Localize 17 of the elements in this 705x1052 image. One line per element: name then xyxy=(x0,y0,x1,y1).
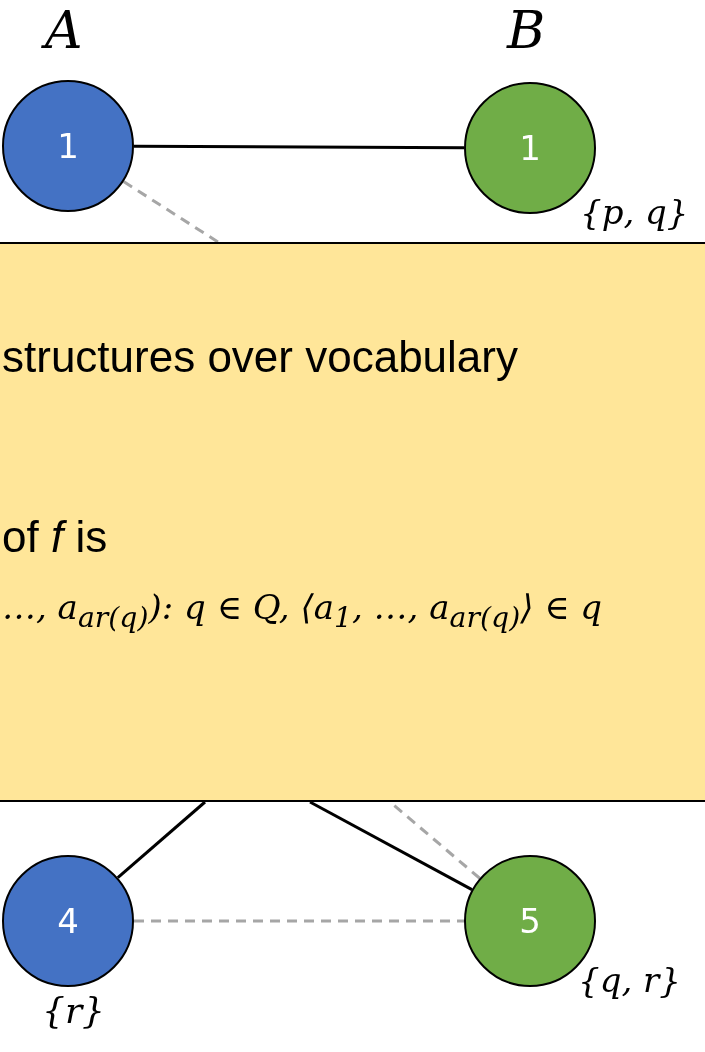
node-number: 1 xyxy=(519,128,541,168)
set-label: {q, r} xyxy=(578,960,681,1000)
dashed-line xyxy=(134,919,464,923)
connector-line xyxy=(134,144,464,150)
panel-text: of f is xyxy=(2,512,108,562)
node-number: 1 xyxy=(57,126,79,166)
dashed-line xyxy=(122,180,219,244)
node-number: 5 xyxy=(519,901,541,941)
connector-line xyxy=(309,800,473,891)
set-label: {r} xyxy=(42,990,106,1031)
panel-text: structures over vocabulary xyxy=(2,332,518,382)
node-number: 4 xyxy=(57,901,79,941)
column-heading: B xyxy=(507,0,546,60)
set-label: {p, q} xyxy=(580,192,689,232)
text-panel xyxy=(0,242,705,802)
connector-line xyxy=(116,800,206,879)
formula-text: …, a$_{ar(q)}$): q ∈ Q, ⟨a$_{1}$, …, a$_{ar(q)}$⟩ ∈ q xyxy=(2,587,602,634)
